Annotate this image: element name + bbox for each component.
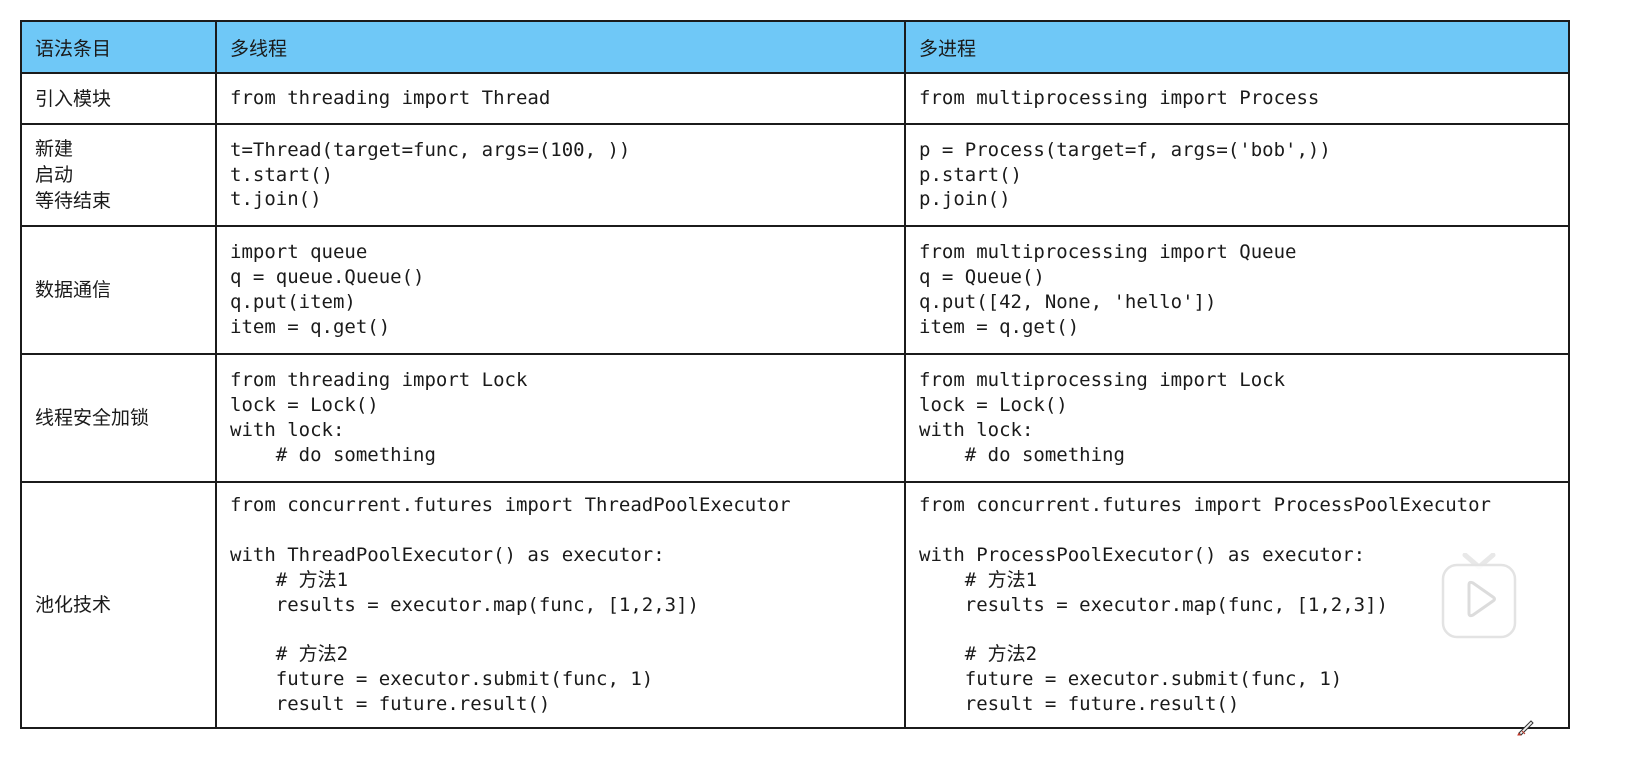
row-label: 新建 启动 等待结束 [20, 123, 217, 227]
row-label: 池化技术 [20, 481, 217, 729]
row-label: 线程安全加锁 [20, 353, 217, 483]
process-code: from multiprocessing import Queue q = Qu… [904, 225, 1570, 355]
thread-code: from concurrent.futures import ThreadPoo… [215, 481, 906, 729]
process-code: p = Process(target=f, args=('bob',)) p.s… [904, 123, 1570, 227]
row-label: 引入模块 [20, 72, 217, 125]
thread-code: from threading import Lock lock = Lock()… [215, 353, 906, 483]
header-syntax-item: 语法条目 [20, 20, 217, 74]
table-header-row: 语法条目 多线程 多进程 [20, 20, 1570, 74]
table-row: 引入模块 from threading import Thread from m… [20, 72, 1570, 125]
tv-play-icon[interactable] [1441, 552, 1517, 639]
row-label: 数据通信 [20, 225, 217, 355]
pen-icon [1516, 716, 1536, 736]
comparison-table: 语法条目 多线程 多进程 引入模块 from threading import … [20, 20, 1570, 729]
table-row: 池化技术 from concurrent.futures import Thre… [20, 481, 1570, 729]
header-multithreading: 多线程 [215, 20, 906, 74]
process-code: from multiprocessing import Lock lock = … [904, 353, 1570, 483]
thread-code: from threading import Thread [215, 72, 906, 125]
table-row: 新建 启动 等待结束 t=Thread(target=func, args=(1… [20, 123, 1570, 227]
thread-code: import queue q = queue.Queue() q.put(ite… [215, 225, 906, 355]
header-multiprocessing: 多进程 [904, 20, 1570, 74]
thread-code: t=Thread(target=func, args=(100, )) t.st… [215, 123, 906, 227]
table-row: 线程安全加锁 from threading import Lock lock =… [20, 353, 1570, 483]
table-row: 数据通信 import queue q = queue.Queue() q.pu… [20, 225, 1570, 355]
process-code: from multiprocessing import Process [904, 72, 1570, 125]
